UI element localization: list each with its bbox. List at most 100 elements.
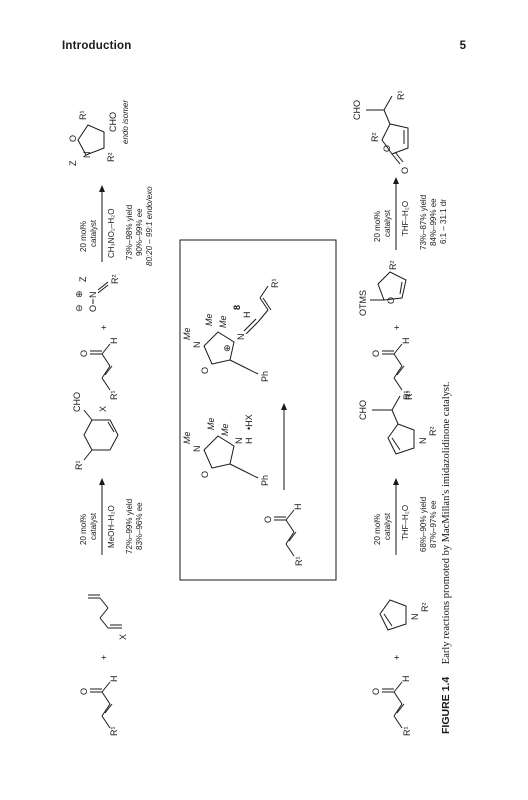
pyrrole-n: N bbox=[410, 614, 420, 621]
im-me2: Me bbox=[204, 313, 214, 326]
r1-product-r1: R¹ bbox=[74, 461, 84, 471]
figure-label: FIGURE 1.4 bbox=[440, 676, 452, 734]
r1-yield: 72%–99% yield bbox=[125, 499, 134, 554]
cat-me3: Me bbox=[220, 423, 230, 436]
im-me1: Me bbox=[182, 327, 192, 340]
im-o: O bbox=[200, 367, 210, 374]
box-enal: R¹ O H bbox=[263, 504, 304, 567]
r2-catalyst-word: catalyst bbox=[89, 219, 98, 247]
o-label: O bbox=[79, 688, 89, 695]
r2-prod-cho: CHO bbox=[108, 112, 118, 132]
r4-prod-o-exo: O bbox=[400, 167, 410, 174]
r3-arrow: 20 mol% catalyst THF–H₂O 68%–90% yield 8… bbox=[373, 478, 438, 555]
plus-charge: ⊕ bbox=[74, 290, 84, 298]
r3-prod-n: N bbox=[418, 438, 428, 445]
page-header: Introduction 5 bbox=[62, 40, 466, 56]
nitrone-r2: R² bbox=[110, 275, 120, 285]
r4-product: O O R² R¹ CHO bbox=[352, 91, 410, 175]
r2-solvent: CH₃NO₂–H₂O bbox=[107, 209, 116, 258]
r2-prod-r2: R² bbox=[106, 153, 116, 163]
r3-prod-r2: R² bbox=[428, 427, 438, 437]
catalyst-box bbox=[179, 239, 337, 581]
r1-catalyst: 20 mol% bbox=[79, 514, 88, 545]
furan-otms: OTMS bbox=[358, 290, 368, 316]
r4-enal: R¹ O H bbox=[371, 338, 412, 401]
r4-h: H bbox=[401, 338, 411, 345]
im-n: N bbox=[192, 342, 202, 349]
reaction-scheme-svg: R¹ O H + X 20 mol% catalyst MeOH–H₂O 72%… bbox=[68, 91, 448, 737]
im-n2: N bbox=[236, 334, 246, 341]
box-arrow bbox=[281, 403, 287, 490]
r3-yield: 68%–90% yield bbox=[419, 497, 428, 552]
pyrrole-r2: R² bbox=[420, 603, 430, 613]
nitrone-n: N bbox=[88, 292, 98, 299]
furan-r2: R² bbox=[388, 261, 398, 271]
r2-product: Z N O R¹ R² CHO endo isomer bbox=[68, 100, 130, 166]
r2-enal: R¹ O H bbox=[79, 338, 119, 401]
r4-catalyst-word: catalyst bbox=[383, 209, 392, 237]
box-h: H bbox=[293, 504, 303, 511]
r2-prod-n: N bbox=[82, 152, 92, 159]
r1-diene: X bbox=[88, 594, 128, 640]
r2-r1: R¹ bbox=[109, 391, 119, 401]
plus-sign: + bbox=[99, 325, 109, 330]
running-title: Introduction bbox=[62, 40, 132, 52]
r2-yield: 73%–98% yield bbox=[125, 205, 134, 260]
r1-arrow: 20 mol% catalyst MeOH–H₂O 72%–99% yield … bbox=[79, 478, 144, 555]
r2-arrow: 20 mol% catalyst CH₃NO₂–H₂O 73%–98% yiel… bbox=[79, 185, 154, 266]
iminium-8: O N Me Me Me ⊕ N H R¹ Ph 8 bbox=[182, 279, 280, 383]
r4-prod-o: O bbox=[382, 145, 392, 152]
r3-prod-r1: R¹ bbox=[404, 391, 414, 401]
r1-catalyst-word: catalyst bbox=[89, 512, 98, 540]
r4-catalyst: 20 mol% bbox=[373, 211, 382, 242]
r4-ee: 84%–99% ee bbox=[429, 198, 438, 246]
box-o: O bbox=[263, 516, 273, 523]
figure-caption-text: Early reactions promoted by MacMillan's … bbox=[441, 381, 452, 665]
cat-ph: Ph bbox=[260, 475, 270, 486]
cat-h: H bbox=[244, 438, 254, 445]
cat-n: N bbox=[192, 446, 202, 453]
r4-o: O bbox=[371, 350, 381, 357]
nitrone-z: Z bbox=[78, 276, 88, 282]
h-label: H bbox=[109, 676, 119, 683]
r4-prod-r1: R¹ bbox=[396, 91, 406, 101]
r2-ee: 90%–99% ee bbox=[135, 208, 144, 256]
plus-sign: + bbox=[99, 655, 109, 660]
r4-yield: 73%–87% yield bbox=[419, 195, 428, 250]
box-r1: R¹ bbox=[294, 557, 304, 567]
r2-o: O bbox=[79, 350, 89, 357]
r1-product-cho: CHO bbox=[72, 392, 82, 412]
im-plus: ⊕ bbox=[222, 344, 232, 352]
r1-product-x: X bbox=[98, 406, 108, 412]
r1-enal: R¹ O H bbox=[79, 676, 119, 737]
x-label: X bbox=[118, 634, 128, 640]
figure-caption: FIGURE 1.4 Early reactions promoted by M… bbox=[440, 381, 452, 734]
r3-product: N R² R¹ CHO bbox=[358, 391, 438, 455]
r4-dr: 6:1 – 31:1 dr bbox=[439, 199, 448, 244]
r1-product: R¹ CHO X bbox=[72, 392, 119, 471]
r4-prod-cho: CHO bbox=[352, 100, 362, 120]
r3-prod-cho: CHO bbox=[358, 400, 368, 420]
r2-dr: 80:20 – 99:1 endo/exo bbox=[145, 186, 154, 266]
compound-number: 8 bbox=[232, 305, 242, 310]
r2-prod-r1: R¹ bbox=[78, 111, 88, 121]
r4-arrow: 20 mol% catalyst THF–H₂O 73%–87% yield 8… bbox=[373, 177, 448, 250]
cat-o: O bbox=[200, 471, 210, 478]
plus-sign: + bbox=[392, 325, 402, 330]
r4-solvent: THF–H₂O bbox=[401, 201, 410, 236]
plus-sign: + bbox=[392, 655, 402, 660]
box-catalyst: O N Me Me Me N H •HX Ph bbox=[182, 414, 270, 486]
r3-h: H bbox=[401, 676, 411, 683]
furan-o: O bbox=[386, 297, 396, 304]
r3-enal: R¹ O H bbox=[371, 676, 412, 737]
cat-me1: Me bbox=[182, 431, 192, 444]
r3-o: O bbox=[371, 688, 381, 695]
im-ph: Ph bbox=[260, 371, 270, 382]
im-r1: R¹ bbox=[270, 279, 280, 289]
im-me3: Me bbox=[218, 315, 228, 328]
r3-ee: 87%–97% ee bbox=[429, 500, 438, 548]
cat-hx: •HX bbox=[244, 414, 254, 430]
r1-ee: 83%–96% ee bbox=[135, 502, 144, 550]
r3-catalyst: 20 mol% bbox=[373, 514, 382, 545]
r2-prod-z: Z bbox=[68, 160, 78, 166]
